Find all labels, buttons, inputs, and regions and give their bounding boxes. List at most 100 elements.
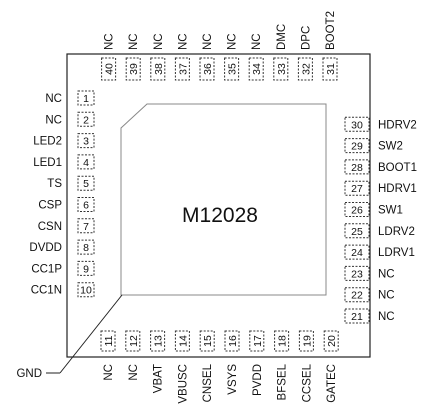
pin-number-31: 31 [325, 63, 337, 75]
pin-pad-38 [150, 57, 166, 81]
pin-number-8: 8 [83, 242, 89, 254]
pin-number-27: 27 [351, 183, 363, 195]
pin-label-13: VBAT [153, 364, 165, 393]
pin-pad-31 [322, 57, 338, 81]
pin-label-31: BOOT2 [325, 11, 337, 50]
pin-number-32: 32 [300, 63, 312, 75]
pin-pad-10 [77, 282, 95, 298]
pin-label-7: CSN [38, 221, 62, 233]
pin-number-21: 21 [351, 311, 363, 323]
pin-pad-28 [344, 159, 370, 175]
pin-pad-33 [273, 57, 289, 81]
pin-label-25: LDRV2 [378, 226, 415, 238]
pin-label-21: NC [378, 311, 395, 323]
pin-pad-2 [77, 111, 95, 127]
pin-pad-5 [77, 175, 95, 191]
pin-number-3: 3 [83, 136, 89, 148]
pin-number-38: 38 [153, 63, 165, 75]
pin-pad-14 [174, 330, 190, 352]
pin-pad-19 [298, 330, 314, 352]
pin-pad-15 [199, 330, 215, 352]
pin-number-23: 23 [351, 268, 363, 280]
pin-pad-27 [344, 180, 370, 196]
pin-label-32: DPC [300, 26, 312, 50]
pin-label-8: DVDD [29, 242, 62, 254]
pin-label-2: NC [45, 114, 62, 126]
pin-number-19: 19 [301, 335, 313, 347]
pin-label-5: TS [47, 178, 62, 190]
pin-pad-25 [344, 223, 370, 239]
pin-pad-6 [77, 197, 95, 212]
pin-number-24: 24 [351, 247, 363, 259]
pin-number-30: 30 [351, 119, 363, 131]
pin-label-12: NC [128, 364, 140, 381]
pin-number-35: 35 [227, 63, 239, 75]
pin-pad-35 [224, 57, 240, 81]
pin-number-5: 5 [83, 178, 89, 190]
pin-label-9: CC1P [31, 263, 62, 275]
pin-pad-37 [174, 57, 190, 81]
pin-number-6: 6 [83, 200, 89, 212]
pin-pad-34 [248, 57, 264, 81]
gnd-label: GND [16, 368, 42, 380]
pin-pad-18 [274, 330, 290, 352]
pin-pad-1 [77, 90, 95, 106]
pin-pad-36 [199, 57, 215, 81]
pin-number-40: 40 [104, 63, 116, 75]
pin-pad-22 [344, 287, 370, 303]
pin-number-25: 25 [351, 226, 363, 238]
pin-pad-39 [125, 57, 141, 81]
pin-label-34: NC [251, 33, 263, 50]
pin-number-4: 4 [83, 157, 89, 169]
pin-pad-4 [77, 154, 95, 170]
pin-number-34: 34 [251, 63, 263, 75]
pin-label-24: LDRV1 [378, 247, 415, 259]
pin-number-37: 37 [177, 63, 189, 75]
pin-pad-29 [344, 138, 370, 154]
pin-pad-3 [77, 133, 95, 149]
pin-number-22: 22 [351, 290, 363, 302]
pin-pad-16 [224, 330, 240, 352]
pin-label-23: NC [378, 268, 395, 280]
pin-number-7: 7 [83, 221, 89, 233]
pin-number-14: 14 [177, 335, 189, 347]
pin-pad-23 [344, 265, 370, 281]
pin-label-1: NC [45, 93, 62, 105]
pin-number-10: 10 [80, 285, 92, 297]
pin-number-13: 13 [153, 335, 165, 347]
pin-number-1: 1 [83, 93, 89, 105]
pin-number-33: 33 [276, 63, 288, 75]
pin-pad-13 [150, 330, 166, 352]
pin-label-11: NC [103, 364, 115, 381]
pin-number-36: 36 [202, 63, 214, 75]
pin-pad-21 [344, 308, 370, 324]
pin-label-14: VBUSC [177, 364, 189, 404]
pin-pad-40 [101, 57, 117, 81]
pin-pad-24 [344, 244, 370, 260]
pin-label-27: HDRV1 [378, 183, 417, 195]
pin-number-39: 39 [128, 63, 140, 75]
pin-label-38: NC [153, 33, 165, 50]
pin-label-15: CNSEL [202, 363, 214, 402]
pin-number-20: 20 [326, 335, 338, 347]
pin-number-28: 28 [351, 162, 363, 174]
pin-label-6: CSP [38, 200, 62, 212]
pins-group: 1NC2NC3LED24LED15TS6CSP7CSN8DVDD9CC1P10C… [29, 11, 417, 404]
pin-pad-30 [344, 116, 370, 132]
pin-pad-9 [77, 260, 95, 276]
pin-label-26: SW1 [378, 205, 403, 217]
pin-label-20: GATEC [326, 364, 338, 403]
pin-pad-8 [77, 239, 95, 255]
gnd-leader-line [59, 294, 123, 374]
pin-number-9: 9 [83, 263, 89, 275]
pin-label-37: NC [177, 33, 189, 50]
pin-pad-12 [125, 330, 141, 352]
pin-pad-11 [100, 330, 116, 352]
pin-number-17: 17 [252, 335, 264, 347]
exposed-pad [120, 103, 327, 296]
pin-label-3: LED2 [33, 136, 62, 148]
pin-pad-17 [249, 330, 265, 352]
pin-pad-20 [323, 330, 339, 352]
